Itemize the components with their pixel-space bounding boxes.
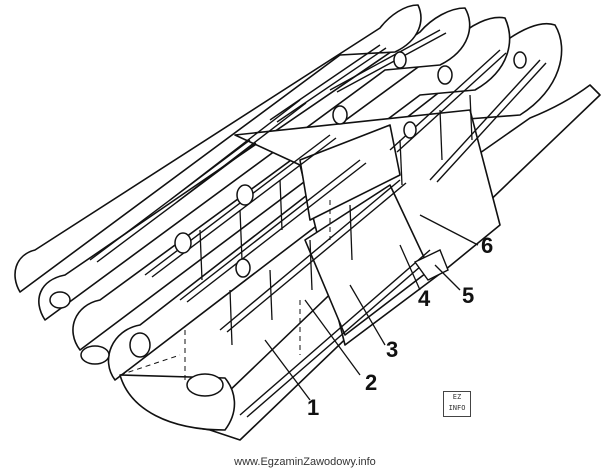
ez-info-stamp: EZ INFO <box>443 391 471 417</box>
bracket <box>413 249 449 281</box>
floor-plate <box>14 4 422 293</box>
stamp-line-2: INFO <box>448 404 466 412</box>
label-6: 6 <box>481 233 493 258</box>
source-footer: www.EgzaminZawodowy.info <box>234 456 376 468</box>
label-1: 1 <box>307 395 319 420</box>
floor-plate <box>72 16 511 351</box>
side-girder <box>299 124 401 221</box>
label-4: 4 <box>418 286 431 311</box>
label-3: 3 <box>386 337 398 362</box>
stamp-line-1: EZ <box>452 393 462 401</box>
label-5: 5 <box>462 283 474 308</box>
label-2: 2 <box>365 370 377 395</box>
floor-plate <box>38 7 471 321</box>
